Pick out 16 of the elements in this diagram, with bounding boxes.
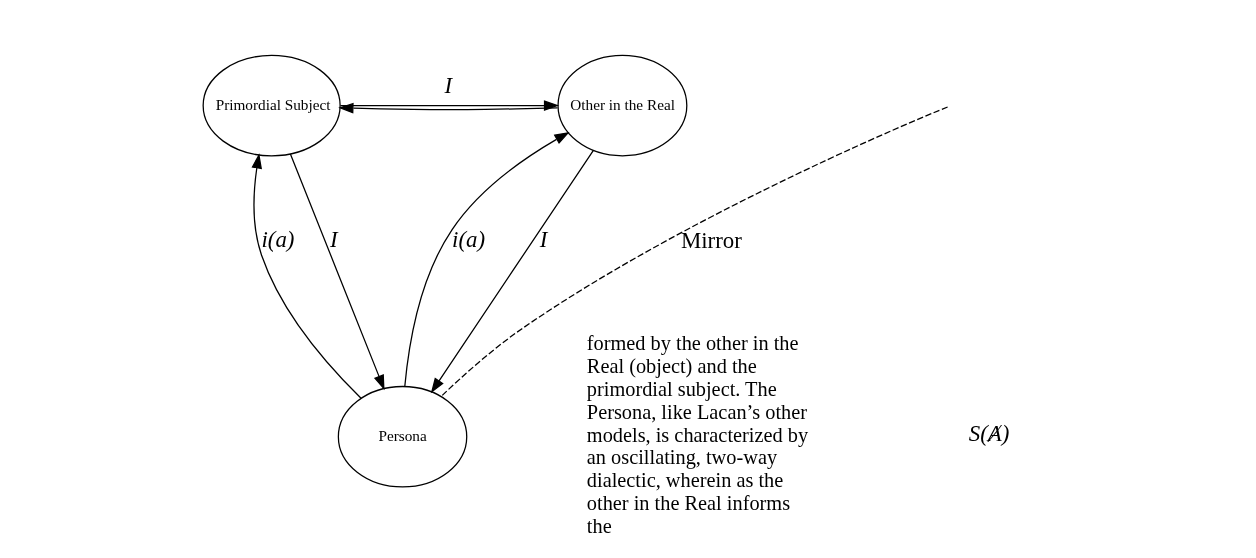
edge-label: I [539, 226, 547, 252]
edge-label: I [329, 226, 338, 252]
node-ellipse: Primordial Subject [202, 54, 341, 157]
label: formed by the other in the Real (object) and the primordial subject. The Persona, like Lacan’s other models, is characterized by an oscillating, two-way dialectic, wherein as the other in the Real informs the [586, 332, 808, 538]
edge-label: i(a) [260, 226, 294, 252]
arrow [289, 153, 385, 391]
edge-label: I [444, 73, 452, 99]
label: S(Ⱥ) [968, 421, 1009, 447]
connector [440, 106, 948, 397]
arrow [403, 131, 570, 387]
node-ellipse: Persona [337, 385, 467, 488]
edge-label: i(a) [451, 226, 485, 252]
arrow [250, 153, 362, 399]
edge-label: Mirror [680, 227, 742, 253]
node-ellipse: Other in the Real [556, 54, 687, 157]
arrow [430, 149, 594, 394]
